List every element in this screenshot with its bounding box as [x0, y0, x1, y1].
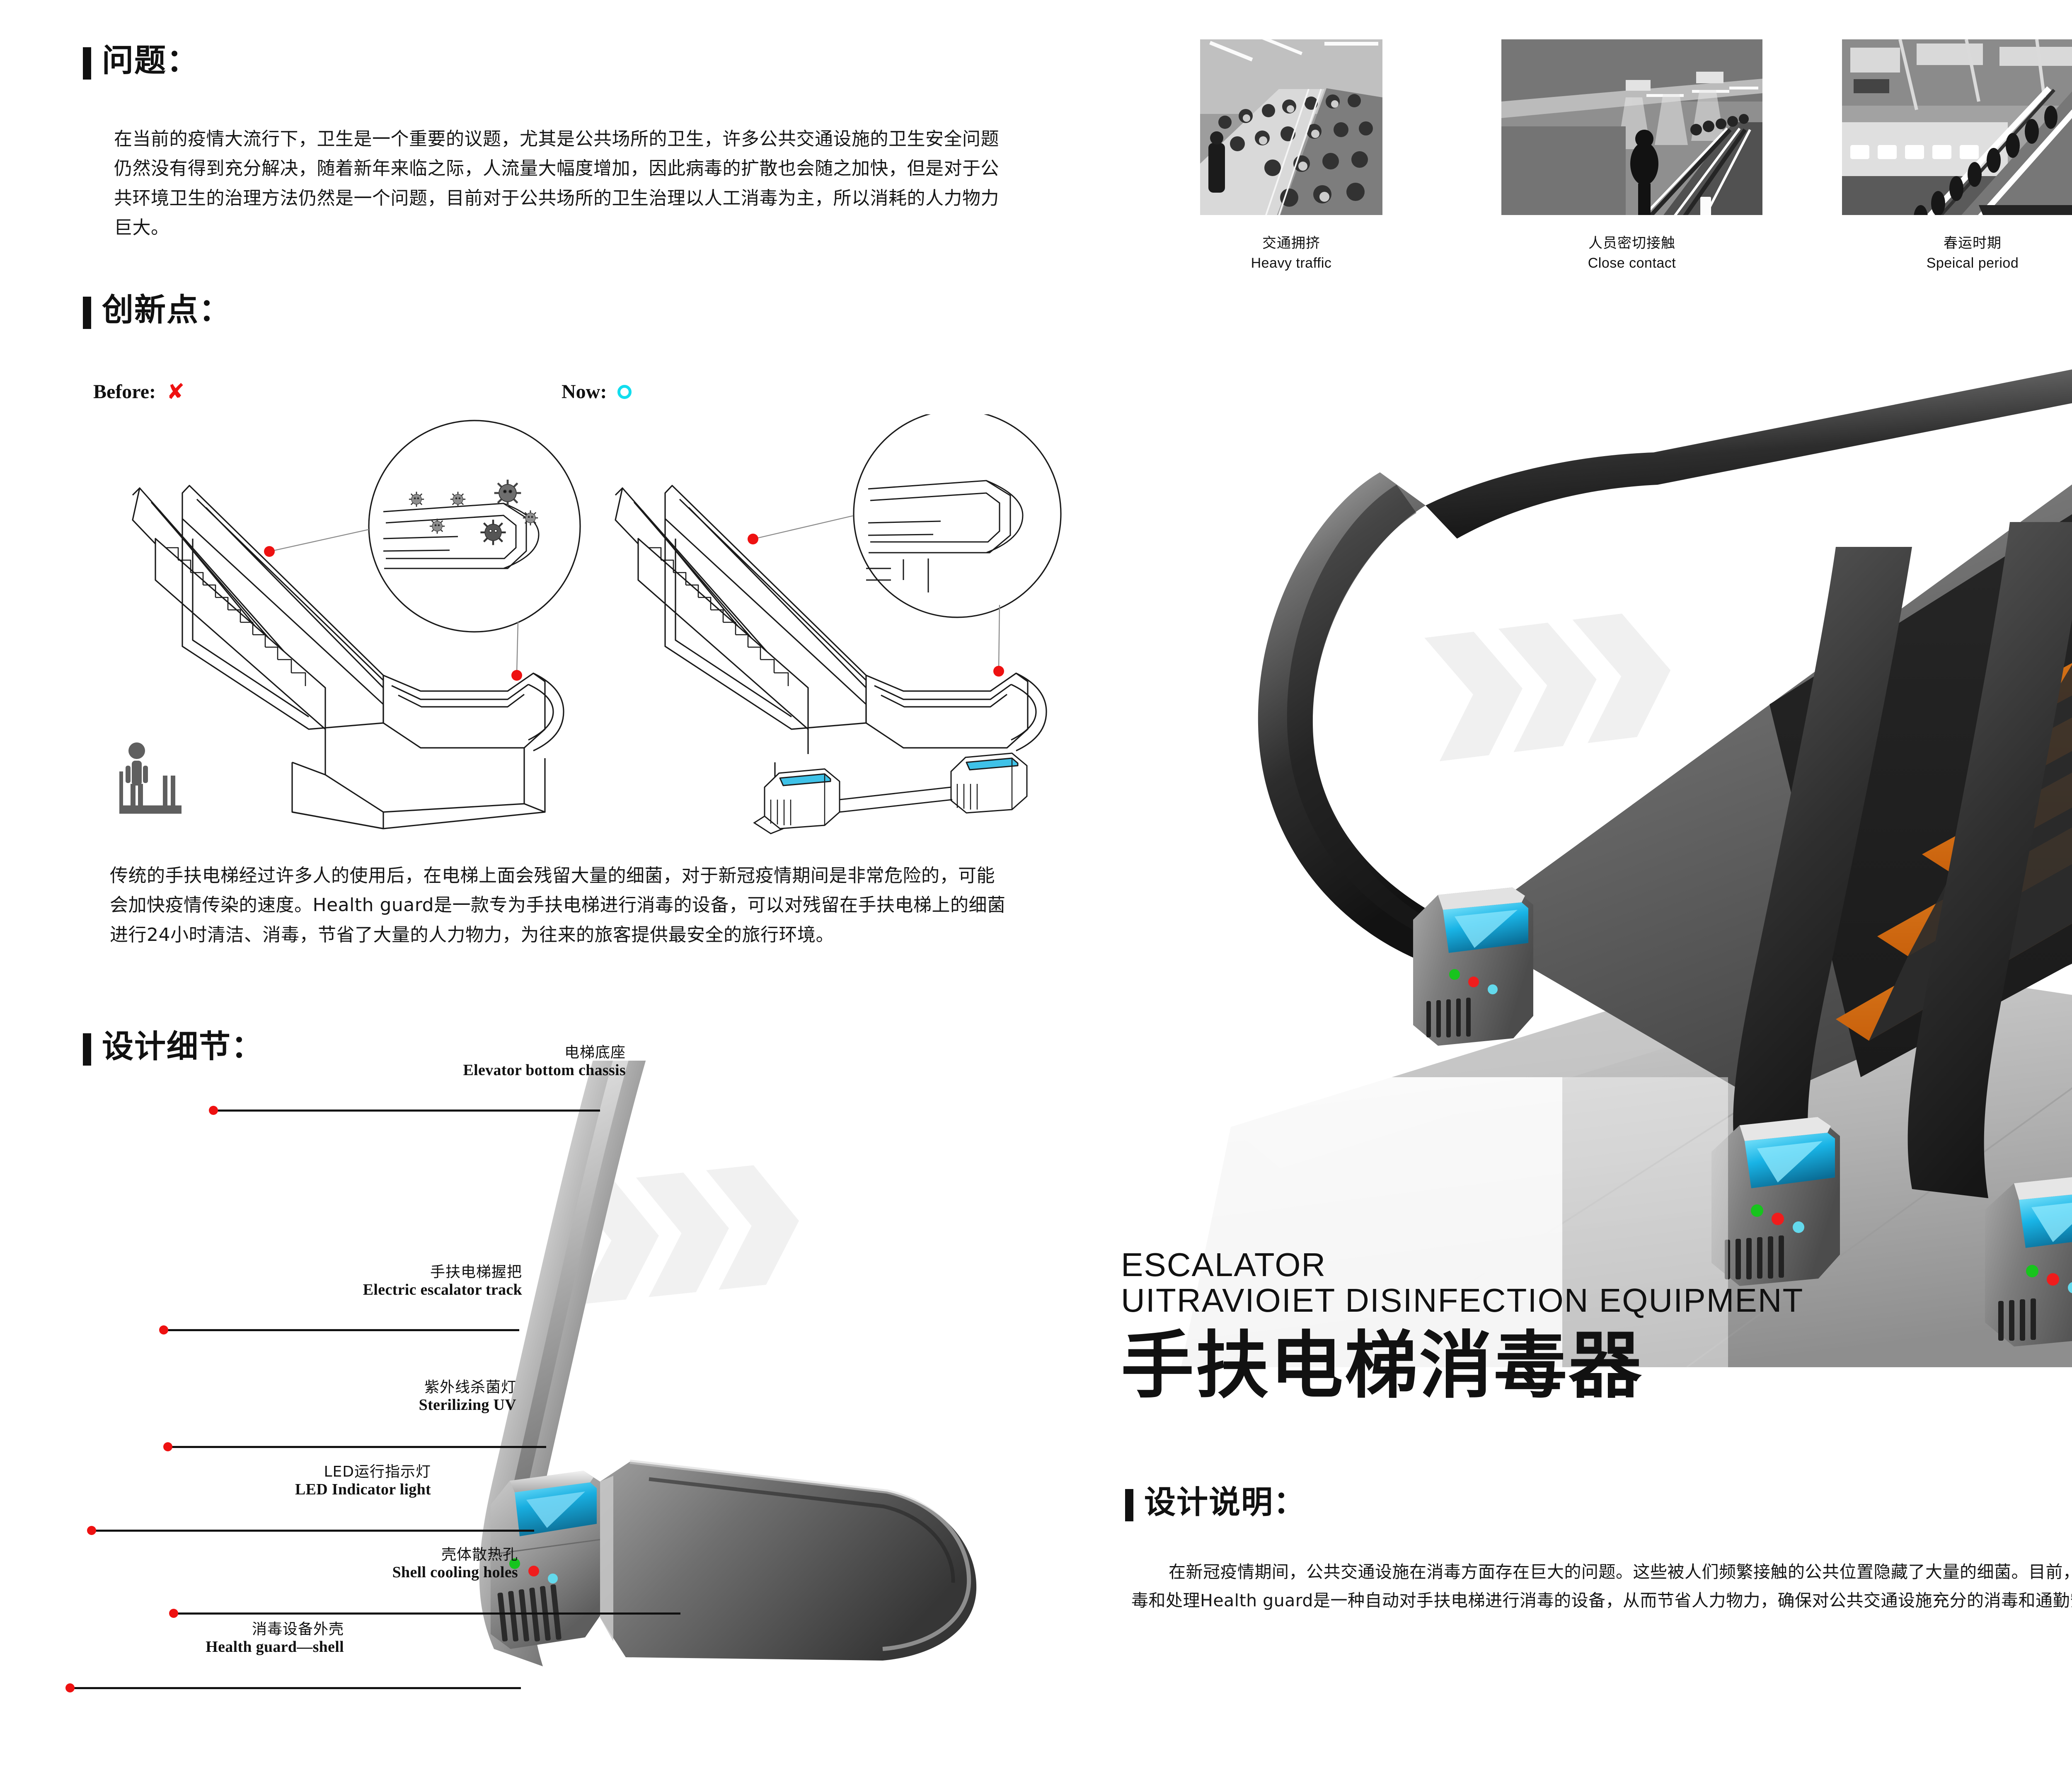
train-station-photo: [1842, 39, 2072, 215]
callout-leader-line: [175, 1612, 680, 1615]
led-cyan-indicator: [2068, 1282, 2072, 1293]
cross-icon: ✘: [167, 380, 185, 404]
photo-cell: 春运时期 Speical period: [1802, 39, 2072, 271]
led-green-indicator: [2026, 1265, 2038, 1277]
handrail-ribbon-2: [1907, 522, 2072, 1198]
now-label: Now:: [562, 381, 607, 403]
callout-dot: [169, 1609, 178, 1618]
callout-dot: [993, 666, 1004, 677]
led-green-indicator: [509, 1558, 520, 1569]
led-red-indicator: [1772, 1213, 1784, 1225]
right-column: 交通拥挤 Heavy traffic: [1090, 0, 2072, 1772]
device-unit-render: [490, 1460, 977, 1661]
photo-cell: 交通拥挤 Heavy traffic: [1121, 39, 1462, 271]
led-cyan-indicator: [1793, 1221, 1804, 1233]
uv-window: [966, 757, 1019, 771]
callout-dot: [511, 670, 522, 681]
design-detail-heading: 设计细节：: [102, 1028, 264, 1065]
callout-dot: [163, 1442, 172, 1451]
germ-magnifier-callout: [264, 420, 581, 681]
circle-outline-icon: [617, 384, 632, 399]
reference-photo-row: 交通拥挤 Heavy traffic: [1121, 39, 2072, 271]
photo-caption-en: Speical period: [1926, 255, 2019, 271]
clean-magnifier-callout: [748, 414, 1062, 677]
problem-paragraph: 在当前的疫情大流行下，卫生是一个重要的议题，尤其是公共场所的卫生，许多公共交通设…: [114, 128, 999, 238]
hero-escalator-render: [1106, 290, 2072, 1367]
problem-heading: 问题：: [102, 42, 199, 79]
innovation-heading: 创新点：: [102, 291, 231, 328]
callout-leader-line: [93, 1530, 534, 1532]
uv-window: [779, 773, 831, 786]
callout-health-guard-shell: 消毒设备外壳 Health guard—shell: [206, 1621, 344, 1656]
callout-dot: [748, 534, 758, 544]
callout-dot: [209, 1106, 218, 1115]
photo-caption-cn: 春运时期: [1944, 235, 2002, 251]
problem-section-header: 问题：: [83, 42, 199, 80]
handrail-left: [1258, 472, 1463, 961]
title-english-line2: UITRAVIOIET DISINFECTION EQUIPMENT: [1121, 1282, 1804, 1319]
disinfection-device-unit-right: [950, 752, 1028, 814]
crowded-escalator-photo: [1200, 39, 1382, 215]
callout-dot: [65, 1683, 75, 1692]
design-detail-stage: 电梯底座 Elevator bottom chassis 手扶电梯握把 Elec…: [65, 1044, 1077, 1748]
person-pictogram: [119, 742, 182, 814]
description-section-header: 设计说明：: [1125, 1484, 1306, 1521]
innovation-paragraph: 传统的手扶电梯经过许多人的使用后，在电梯上面会残留大量的细菌，对于新冠疫情期间是…: [110, 865, 1006, 945]
section-accent-bar: [1125, 1489, 1133, 1521]
section-accent-bar: [83, 1033, 91, 1066]
callout-leader-line: [215, 1110, 600, 1112]
disinfection-unit-right: [1985, 1177, 2072, 1347]
section-accent-bar: [83, 47, 91, 80]
photo-caption-en: Heavy traffic: [1251, 255, 1332, 271]
callout-elevator-bottom-chassis: 电梯底座 Elevator bottom chassis: [463, 1044, 626, 1079]
led-green-indicator: [1449, 969, 1460, 980]
handrail-ribbon-1: [1733, 547, 1912, 1168]
left-column: 问题： 在当前的疫情大流行下，卫生是一个重要的议题，尤其是公共场所的卫生，许多公…: [65, 42, 1077, 1748]
product-render-detail: [479, 1061, 977, 1666]
cooling-vents: [1725, 1235, 1784, 1279]
callout-dot: [87, 1526, 96, 1535]
hero-title-block: ESCALATOR UITRAVIOIET DISINFECTION EQUIP…: [1121, 1247, 2033, 1405]
callout-led-indicator-light: LED运行指示灯 LED Indicator light: [295, 1463, 431, 1499]
callout-dot: [159, 1325, 168, 1334]
led-cyan-indicator: [1488, 984, 1498, 994]
subway-escalator-photo: [1501, 39, 1762, 215]
description-heading: 设计说明：: [1144, 1484, 1306, 1521]
led-green-indicator: [1751, 1204, 1763, 1217]
callout-leader-line: [165, 1329, 519, 1331]
photo-cell: 人员密切接触 Close contact: [1462, 39, 1802, 271]
before-label: Before:: [93, 381, 156, 403]
callout-leader-line: [169, 1446, 546, 1448]
now-label-group: Now:: [562, 380, 632, 403]
led-red-indicator: [1468, 977, 1479, 987]
before-label-group: Before: ✘: [93, 380, 185, 403]
disinfection-device-unit-left: [764, 768, 840, 829]
led-cyan-indicator: [548, 1574, 558, 1583]
description-paragraph: 在新冠疫情期间，公共交通设施在消毒方面存在巨大的问题。这些被人们频繁接触的公共位…: [1131, 1562, 2072, 1610]
disinfection-unit-left: [1413, 887, 1533, 1046]
disinfection-unit-mid: [1711, 1117, 1840, 1286]
callout-electric-escalator-track: 手扶电梯握把 Electric escalator track: [363, 1264, 522, 1299]
photo-caption-en: Close contact: [1588, 255, 1676, 271]
escalator-diagram-now: [615, 414, 1062, 834]
design-detail-section-header: 设计细节：: [83, 1028, 264, 1066]
innovation-section-header: 创新点：: [83, 291, 231, 329]
callout-dot: [264, 546, 275, 557]
chevron-watermark-icon: [1424, 614, 1671, 762]
escalator-diagram-before: [119, 420, 581, 829]
title-english-line1: ESCALATOR: [1121, 1246, 1326, 1283]
photo-caption-cn: 人员密切接触: [1588, 235, 1675, 251]
section-accent-bar: [83, 297, 91, 329]
photo-caption-cn: 交通拥挤: [1262, 235, 1320, 251]
led-red-indicator: [2047, 1273, 2059, 1286]
callout-shell-cooling-holes: 壳体散热孔 Shell cooling holes: [392, 1546, 518, 1581]
title-chinese: 手扶电梯消毒器: [1121, 1323, 1644, 1408]
cooling-vents: [1998, 1298, 2036, 1341]
callout-leader-line: [71, 1687, 521, 1689]
callout-sterilizing-uv: 紫外线杀菌灯 Sterilizing UV: [419, 1379, 516, 1414]
led-red-indicator: [528, 1566, 539, 1576]
cooling-vents: [1426, 998, 1471, 1037]
